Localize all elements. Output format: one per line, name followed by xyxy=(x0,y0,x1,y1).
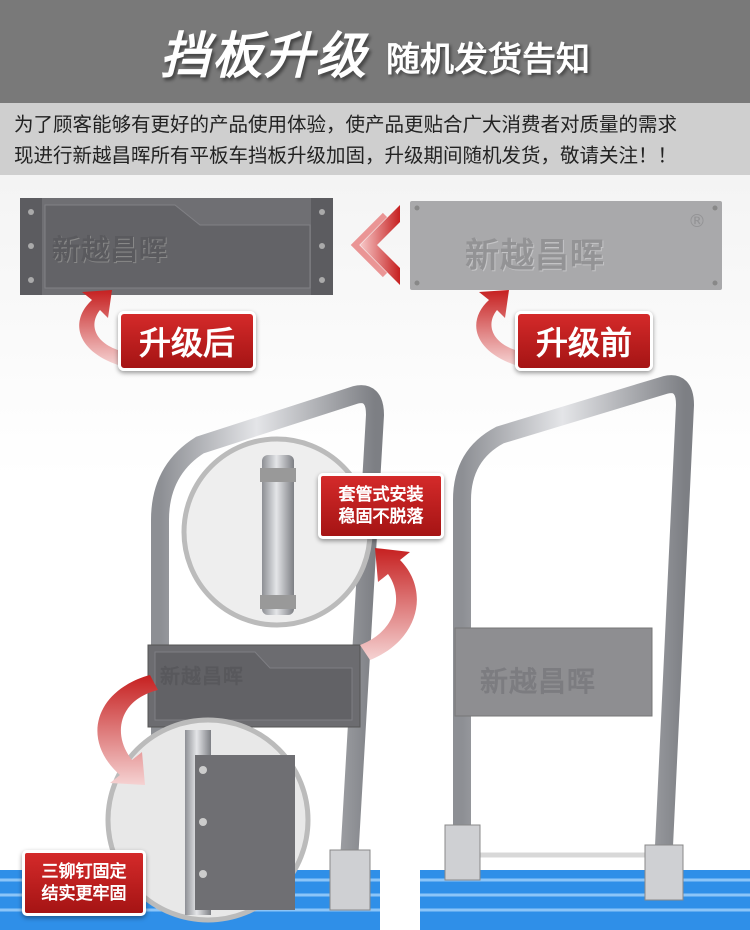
callout-sleeve: 套管式安装 稳固不脱落 xyxy=(318,473,444,539)
label-before-text: 升级前 xyxy=(535,324,632,362)
registered-mark: ® xyxy=(688,211,706,232)
brand-logo-original: 新越昌晖 xyxy=(465,236,605,276)
callout-sleeve-line-2: 稳固不脱落 xyxy=(338,507,424,527)
notice-line-2: 现进行新越昌晖所有平板车挡板升级加固，升级期间随机发货，敬请关注！！ xyxy=(14,144,678,167)
brand-logo-upgraded: 新越昌晖 xyxy=(52,233,169,266)
detail-inset-rivets xyxy=(105,717,311,923)
callout-rivets-line-2: 结实更牢固 xyxy=(41,884,127,904)
callout-rivets: 三铆钉固定 结实更牢固 xyxy=(22,850,146,916)
curved-arrow-icon xyxy=(360,548,417,660)
brand-logo-trolley-original: 新越昌晖 xyxy=(480,665,597,698)
curved-arrow-icon xyxy=(476,290,522,365)
title-subtitle: 随机发货告知 xyxy=(386,40,590,80)
label-after-upgrade: 升级后 xyxy=(118,311,256,371)
left-arrow-icon xyxy=(350,205,400,285)
trolley-original xyxy=(420,375,750,930)
label-before-upgrade: 升级前 xyxy=(515,311,653,371)
notice-line-1: 为了顾客能够有更好的产品使用体验，使产品更贴合广大消费者对质量的需求 xyxy=(14,113,678,136)
curved-arrow-icon xyxy=(79,290,125,365)
curved-arrow-icon xyxy=(97,675,158,785)
board-original xyxy=(410,201,722,290)
brand-logo-trolley-upgraded: 新越昌晖 xyxy=(160,664,244,688)
label-after-text: 升级后 xyxy=(138,324,235,362)
title-main: 挡板升级 xyxy=(160,26,368,85)
header-banner: 挡板升级 随机发货告知 xyxy=(0,0,750,103)
notice-text: 为了顾客能够有更好的产品使用体验，使产品更贴合广大消费者对质量的需求 现进行新越… xyxy=(0,103,750,175)
callout-rivets-line-1: 三铆钉固定 xyxy=(41,862,127,882)
callout-sleeve-line-1: 套管式安装 xyxy=(338,485,424,505)
board-upgraded xyxy=(20,198,333,295)
